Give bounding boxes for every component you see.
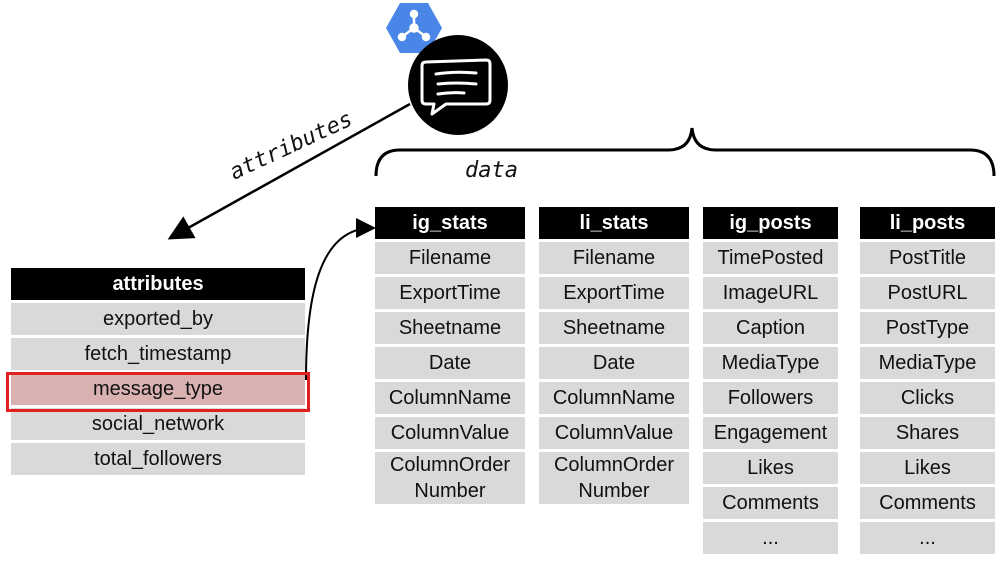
table-row: Caption	[703, 312, 838, 344]
attribute-row: total_followers	[11, 443, 305, 475]
table-row: Date	[375, 347, 525, 379]
table-row: ExportTime	[375, 277, 525, 309]
table-row: Sheetname	[539, 312, 689, 344]
message-type-highlight-box	[6, 372, 310, 412]
table-row: ColumnValue	[539, 417, 689, 449]
ig-posts-table: ig_posts TimePosted ImageURL Caption Med…	[703, 207, 838, 554]
table-row: ColumnValue	[375, 417, 525, 449]
table-row: Likes	[703, 452, 838, 484]
table-row: Filename	[539, 242, 689, 274]
table-row: Likes	[860, 452, 995, 484]
table-row-ellipsis: ...	[860, 522, 995, 554]
table-row: Filename	[375, 242, 525, 274]
attribute-row-highlighted: message_type	[11, 373, 305, 405]
pubsub-hexagon-icon	[386, 3, 442, 53]
table-row: ColumnName	[539, 382, 689, 414]
li-posts-table-header: li_posts	[860, 207, 995, 239]
li-stats-table: li_stats Filename ExportTime Sheetname D…	[539, 207, 689, 504]
attributes-table: attributes exported_by fetch_timestamp m…	[11, 268, 305, 475]
data-brace-label: data	[465, 158, 518, 183]
table-row-ellipsis: ...	[703, 522, 838, 554]
attribute-row: fetch_timestamp	[11, 338, 305, 370]
ig-stats-table: ig_stats Filename ExportTime Sheetname D…	[375, 207, 525, 504]
table-row: Comments	[860, 487, 995, 519]
table-row: MediaType	[703, 347, 838, 379]
table-row: MediaType	[860, 347, 995, 379]
ig-stats-table-header: ig_stats	[375, 207, 525, 239]
table-row: ColumnName	[375, 382, 525, 414]
table-row: ExportTime	[539, 277, 689, 309]
table-row: PostTitle	[860, 242, 995, 274]
table-row: Sheetname	[375, 312, 525, 344]
table-row: Followers	[703, 382, 838, 414]
ig-posts-table-header: ig_posts	[703, 207, 838, 239]
li-stats-table-header: li_stats	[539, 207, 689, 239]
table-row: Date	[539, 347, 689, 379]
attribute-row: exported_by	[11, 303, 305, 335]
message-type-to-ig-stats-arrow	[305, 218, 376, 381]
table-row: Clicks	[860, 382, 995, 414]
table-row: Comments	[703, 487, 838, 519]
data-brace	[374, 127, 996, 177]
table-row: Shares	[860, 417, 995, 449]
attributes-arrow	[167, 102, 411, 240]
li-posts-table: li_posts PostTitle PostURL PostType Medi…	[860, 207, 995, 554]
attribute-row: social_network	[11, 408, 305, 440]
message-bubble-icon	[408, 35, 508, 135]
table-row: TimePosted	[703, 242, 838, 274]
table-row: Engagement	[703, 417, 838, 449]
table-row: PostType	[860, 312, 995, 344]
table-row: PostURL	[860, 277, 995, 309]
attributes-table-header: attributes	[11, 268, 305, 300]
table-row: ImageURL	[703, 277, 838, 309]
